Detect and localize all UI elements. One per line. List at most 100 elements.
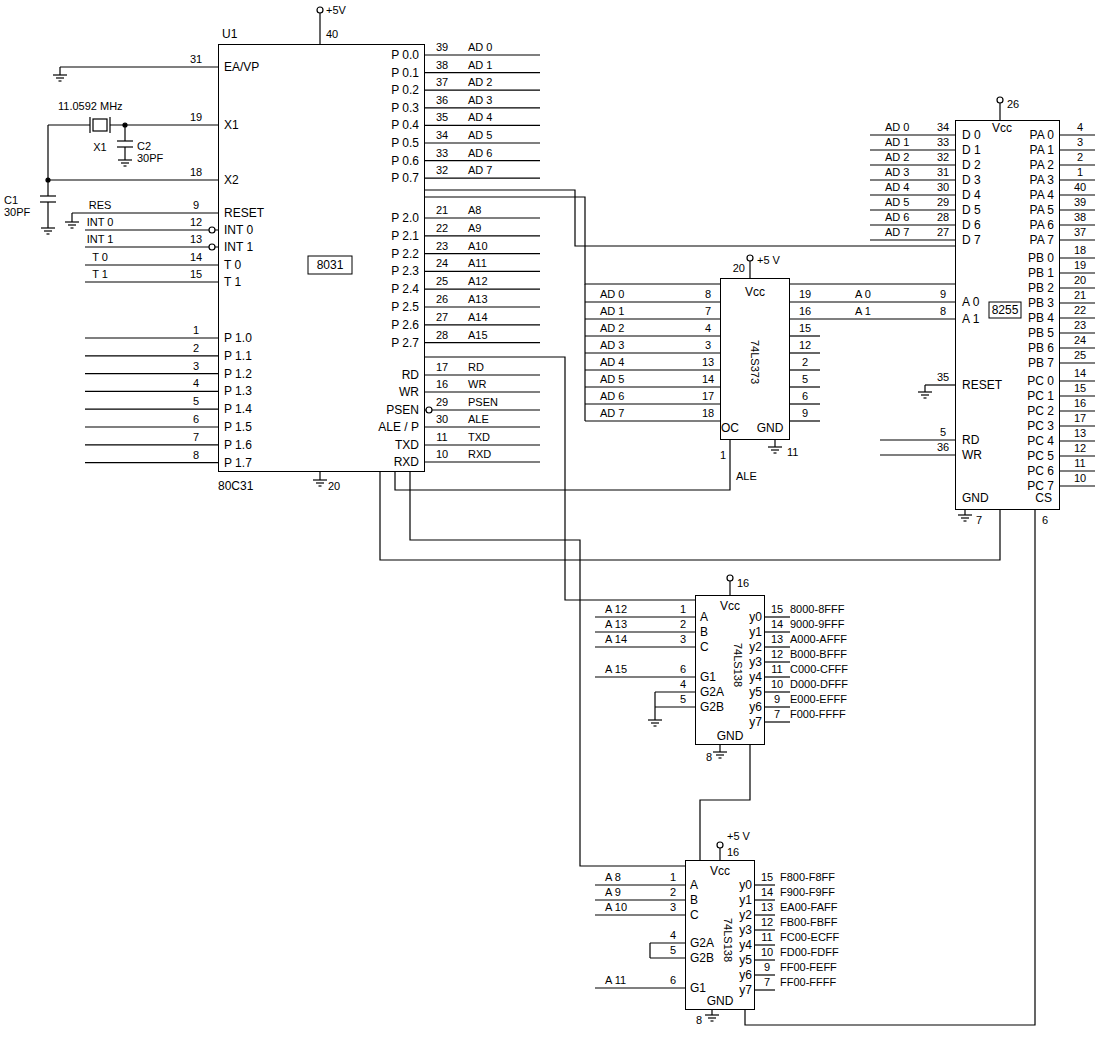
pin-name: INT 1 xyxy=(224,240,253,254)
pin-label: FD00-FDFF xyxy=(780,946,839,959)
pin-label: C000-CFFF xyxy=(790,663,848,676)
pin-label: F000-FFFF xyxy=(790,708,846,721)
pin-name: 80C31 xyxy=(218,479,253,493)
pin-label: 27 xyxy=(436,311,448,324)
pin-label: 40 xyxy=(326,28,338,41)
pin-label: 5 xyxy=(680,693,686,706)
pin-label: A000-AFFF xyxy=(790,633,847,646)
pin-name: P 2.1 xyxy=(391,229,419,243)
pin-wire xyxy=(425,125,540,126)
pin-label: 33 xyxy=(436,147,448,160)
pin-label: 11.0592 MHz xyxy=(58,100,123,113)
pin-wire xyxy=(790,335,820,336)
pin-name: WR xyxy=(399,385,419,399)
pin-label: 36 xyxy=(436,94,448,107)
pin-name: y2 xyxy=(739,908,752,922)
pin-label: 13 xyxy=(761,901,773,914)
pin-label: 10 xyxy=(1074,472,1086,485)
pin-label: 14 xyxy=(1074,367,1086,380)
pin-wire xyxy=(790,369,820,370)
pin-name: y2 xyxy=(749,640,762,654)
pin-name: X1 xyxy=(224,118,239,132)
pin-label: 7 xyxy=(774,708,780,721)
wire xyxy=(964,510,965,515)
pin-wire xyxy=(425,391,540,392)
pin-wire xyxy=(425,426,540,427)
pin-label: AD 6 xyxy=(468,147,492,160)
pin-name: PA 7 xyxy=(1030,233,1054,247)
pin-label: 30PF xyxy=(4,206,30,219)
pin-label: T 1 xyxy=(92,268,108,281)
pin-wire xyxy=(755,989,775,990)
pin-name: y6 xyxy=(739,968,752,982)
pin-name: D 4 xyxy=(962,188,981,202)
ground-symbol xyxy=(705,1014,719,1015)
pin-label: 1 xyxy=(193,324,199,337)
pin-label: 3 xyxy=(670,901,676,914)
pin-label: 40 xyxy=(1074,181,1086,194)
pin-name: P 2.6 xyxy=(391,318,419,332)
pin-name: PC 4 xyxy=(1027,434,1054,448)
pin-name: PB 6 xyxy=(1028,341,1054,355)
pin-label: 39 xyxy=(436,41,448,54)
pin-label: 36 xyxy=(937,441,949,454)
pin-label: 7 xyxy=(193,431,199,444)
pin-label: 11 xyxy=(1074,457,1085,470)
pin-name: y0 xyxy=(739,878,752,892)
pin-name: C xyxy=(690,908,699,922)
pin-name: RD xyxy=(962,433,979,447)
pin-name: ALE / P xyxy=(378,420,419,434)
pin-name: y4 xyxy=(749,670,762,684)
pin-wire xyxy=(595,987,685,988)
pin-name: 74LS138 xyxy=(731,643,745,687)
ground-symbol xyxy=(319,485,322,486)
pin-name: EA/VP xyxy=(224,60,259,74)
pin-name: y7 xyxy=(739,983,752,997)
pin-wire xyxy=(425,54,540,55)
pin-wire xyxy=(595,646,695,647)
pin-name: D 1 xyxy=(962,143,981,157)
pin-label: 34 xyxy=(937,121,949,134)
pin-name: PC 6 xyxy=(1027,464,1054,478)
pin-label: 3 xyxy=(680,633,686,646)
pin-name: A xyxy=(700,610,708,624)
pin-label: 13 xyxy=(702,356,714,369)
ground-symbol xyxy=(708,1017,716,1018)
ground-symbol xyxy=(316,482,324,483)
bus-wire xyxy=(745,510,1035,1025)
pin-label: 14 xyxy=(761,886,773,899)
pin-label: FB00-FBFF xyxy=(780,916,837,929)
pin-wire xyxy=(425,142,540,143)
pin-name: PC 3 xyxy=(1027,419,1054,433)
pin-label: 9 xyxy=(764,961,770,974)
supply-terminal xyxy=(747,255,753,261)
pin-name: PB 4 xyxy=(1028,311,1054,325)
pin-wire xyxy=(1060,485,1095,486)
pin-wire xyxy=(48,124,90,125)
pin-label: 11 xyxy=(436,431,447,444)
ground-symbol xyxy=(719,757,722,758)
pin-label: 3 xyxy=(1077,136,1083,149)
pin-name: y4 xyxy=(739,938,752,952)
pin-label: WR xyxy=(468,378,486,391)
wire xyxy=(719,848,720,860)
inversion-bubble xyxy=(426,407,432,413)
pin-label: 2 xyxy=(670,886,676,899)
pin-name: PA 5 xyxy=(1030,203,1054,217)
pin-label: 30 xyxy=(436,413,448,426)
ground-symbol xyxy=(41,227,55,228)
pin-label: 20 xyxy=(1074,274,1086,287)
pin-name: PA 2 xyxy=(1030,158,1054,172)
pin-label: 15 xyxy=(761,871,773,884)
pin-name: WR xyxy=(962,448,982,462)
pin-wire xyxy=(425,289,540,290)
pin-name: PA 3 xyxy=(1030,173,1054,187)
pin-label: AD 7 xyxy=(600,407,624,420)
pin-label: AD 5 xyxy=(468,129,492,142)
pin-label: 24 xyxy=(1074,334,1086,347)
pin-wire xyxy=(425,324,540,325)
pin-name: P 1.1 xyxy=(224,349,252,363)
pin-label: 27 xyxy=(937,226,949,239)
pin-label: 9000-9FFF xyxy=(790,618,844,631)
part-frame xyxy=(989,302,1021,318)
